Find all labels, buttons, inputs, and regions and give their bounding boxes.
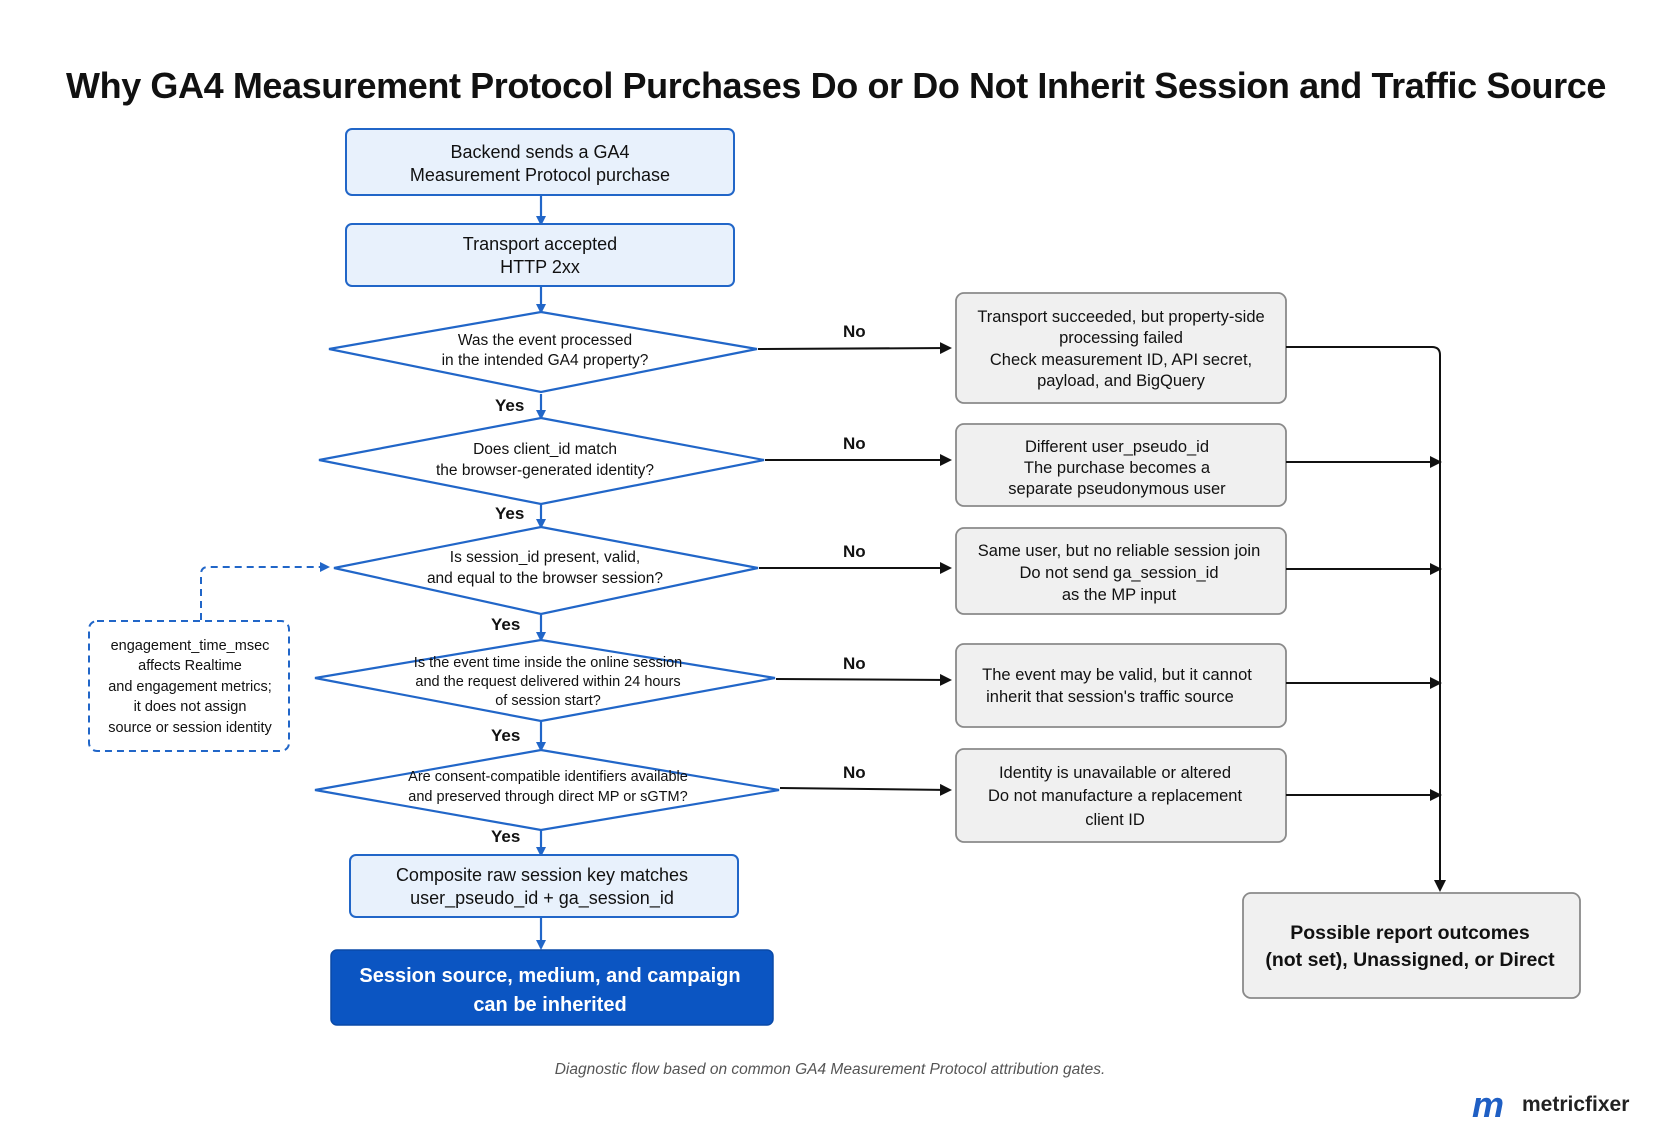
decision-question-line: in the intended GA4 property? [442,352,649,369]
yes-label: Yes [491,726,520,745]
yes-label: Yes [491,827,520,846]
outcome-cannot-inherit: The event may be valid, but it cannot in… [955,643,1287,728]
page-title: Why GA4 Measurement Protocol Purchases D… [66,65,1606,106]
transport-box: Transport accepted HTTP 2xx [345,223,735,287]
composite-box-line: user_pseudo_id + ga_session_id [410,888,674,909]
yes-label: Yes [495,504,524,523]
final-box: Session source, medium, and campaign can… [330,949,774,1026]
composite-box: Composite raw session key matches user_p… [349,854,739,918]
outcome-line: The event may be valid, but it cannot [982,666,1252,684]
decision-event-time: Is the event time inside the online sess… [314,638,776,723]
outcome-line: processing failed [1059,329,1183,347]
outcome-no-session-join: Same user, but no reliable session join … [955,527,1287,615]
final-box-line: can be inherited [473,994,626,1016]
outcome-identity-unavailable: Identity is unavailable or altered Do no… [955,748,1287,843]
outcome-line: separate pseudonymous user [1008,480,1226,498]
outcome-line: Identity is unavailable or altered [999,764,1231,782]
decision-question-line: the browser-generated identity? [436,462,654,479]
outcome-line: The purchase becomes a [1024,459,1211,477]
yes-label: Yes [491,615,520,634]
transport-box-line: Transport accepted [463,234,617,254]
side-note-line: source or session identity [108,720,272,736]
outcome-property-failed: Transport succeeded, but property-side p… [955,292,1287,404]
decision-property: Was the event processed in the intended … [328,310,758,394]
decision-question-line: Is session_id present, valid, [450,549,640,566]
outcome-line: Do not manufacture a replacement [988,787,1242,805]
side-note: engagement_time_msec affects Realtime an… [88,620,290,752]
decision-session-id: Is session_id present, valid, and equal … [333,525,759,616]
final-box-line: Session source, medium, and campaign [359,965,740,987]
decision-question-line: of session start? [495,693,601,709]
brand-name: metricfixer [1522,1093,1629,1116]
decision-question-line: Was the event processed [458,332,632,349]
report-outcomes-box: Possible report outcomes (not set), Unas… [1242,892,1581,999]
outcome-connectors [1286,346,1446,892]
brand-logo-icon: m [1472,1084,1504,1125]
side-note-connector [200,562,330,620]
no-connectors [757,342,952,796]
outcome-line: as the MP input [1062,586,1177,604]
decision-question-line: Does client_id match [473,441,617,458]
start-box: Backend sends a GA4 Measurement Protocol… [345,128,735,196]
decision-question-line: and equal to the browser session? [427,570,663,587]
outcome-line: Transport succeeded, but property-side [977,308,1264,326]
caption: Diagnostic flow based on common GA4 Meas… [555,1061,1106,1078]
start-box-line: Measurement Protocol purchase [410,165,670,185]
side-note-line: engagement_time_msec [111,638,270,654]
decision-question-line: Is the event time inside the online sess… [414,655,682,671]
side-note-line: and engagement metrics; [108,679,272,695]
decision-question-line: Are consent-compatible identifiers avail… [408,769,688,785]
composite-box-line: Composite raw session key matches [396,865,688,885]
outcome-line: client ID [1085,811,1145,829]
decision-consent: Are consent-compatible identifiers avail… [314,748,780,832]
decision-question-line: and preserved through direct MP or sGTM? [408,789,687,805]
transport-box-line: HTTP 2xx [500,257,580,277]
side-note-line: it does not assign [134,699,247,715]
outcome-different-user: Different user_pseudo_id The purchase be… [955,423,1287,507]
outcome-line: Same user, but no reliable session join [978,542,1261,560]
decision-client-id: Does client_id match the browser-generat… [318,416,765,506]
yes-label: Yes [495,396,524,415]
no-label: No [843,654,866,673]
outcome-line: Do not send ga_session_id [1019,564,1218,582]
brand: m metricfixer [1472,1084,1629,1125]
outcome-line: inherit that session's traffic source [986,688,1234,706]
report-outcomes-line: (not set), Unassigned, or Direct [1265,949,1555,971]
outcome-line: payload, and BigQuery [1037,372,1206,390]
report-outcomes-line: Possible report outcomes [1290,922,1530,944]
outcome-line: Different user_pseudo_id [1025,438,1209,456]
no-label: No [843,434,866,453]
no-label: No [843,542,866,561]
outcome-line: Check measurement ID, API secret, [990,351,1252,369]
start-box-line: Backend sends a GA4 [450,142,629,162]
no-label: No [843,322,866,341]
decision-question-line: and the request delivered within 24 hour… [415,674,680,690]
no-label: No [843,763,866,782]
side-note-line: affects Realtime [138,658,242,674]
